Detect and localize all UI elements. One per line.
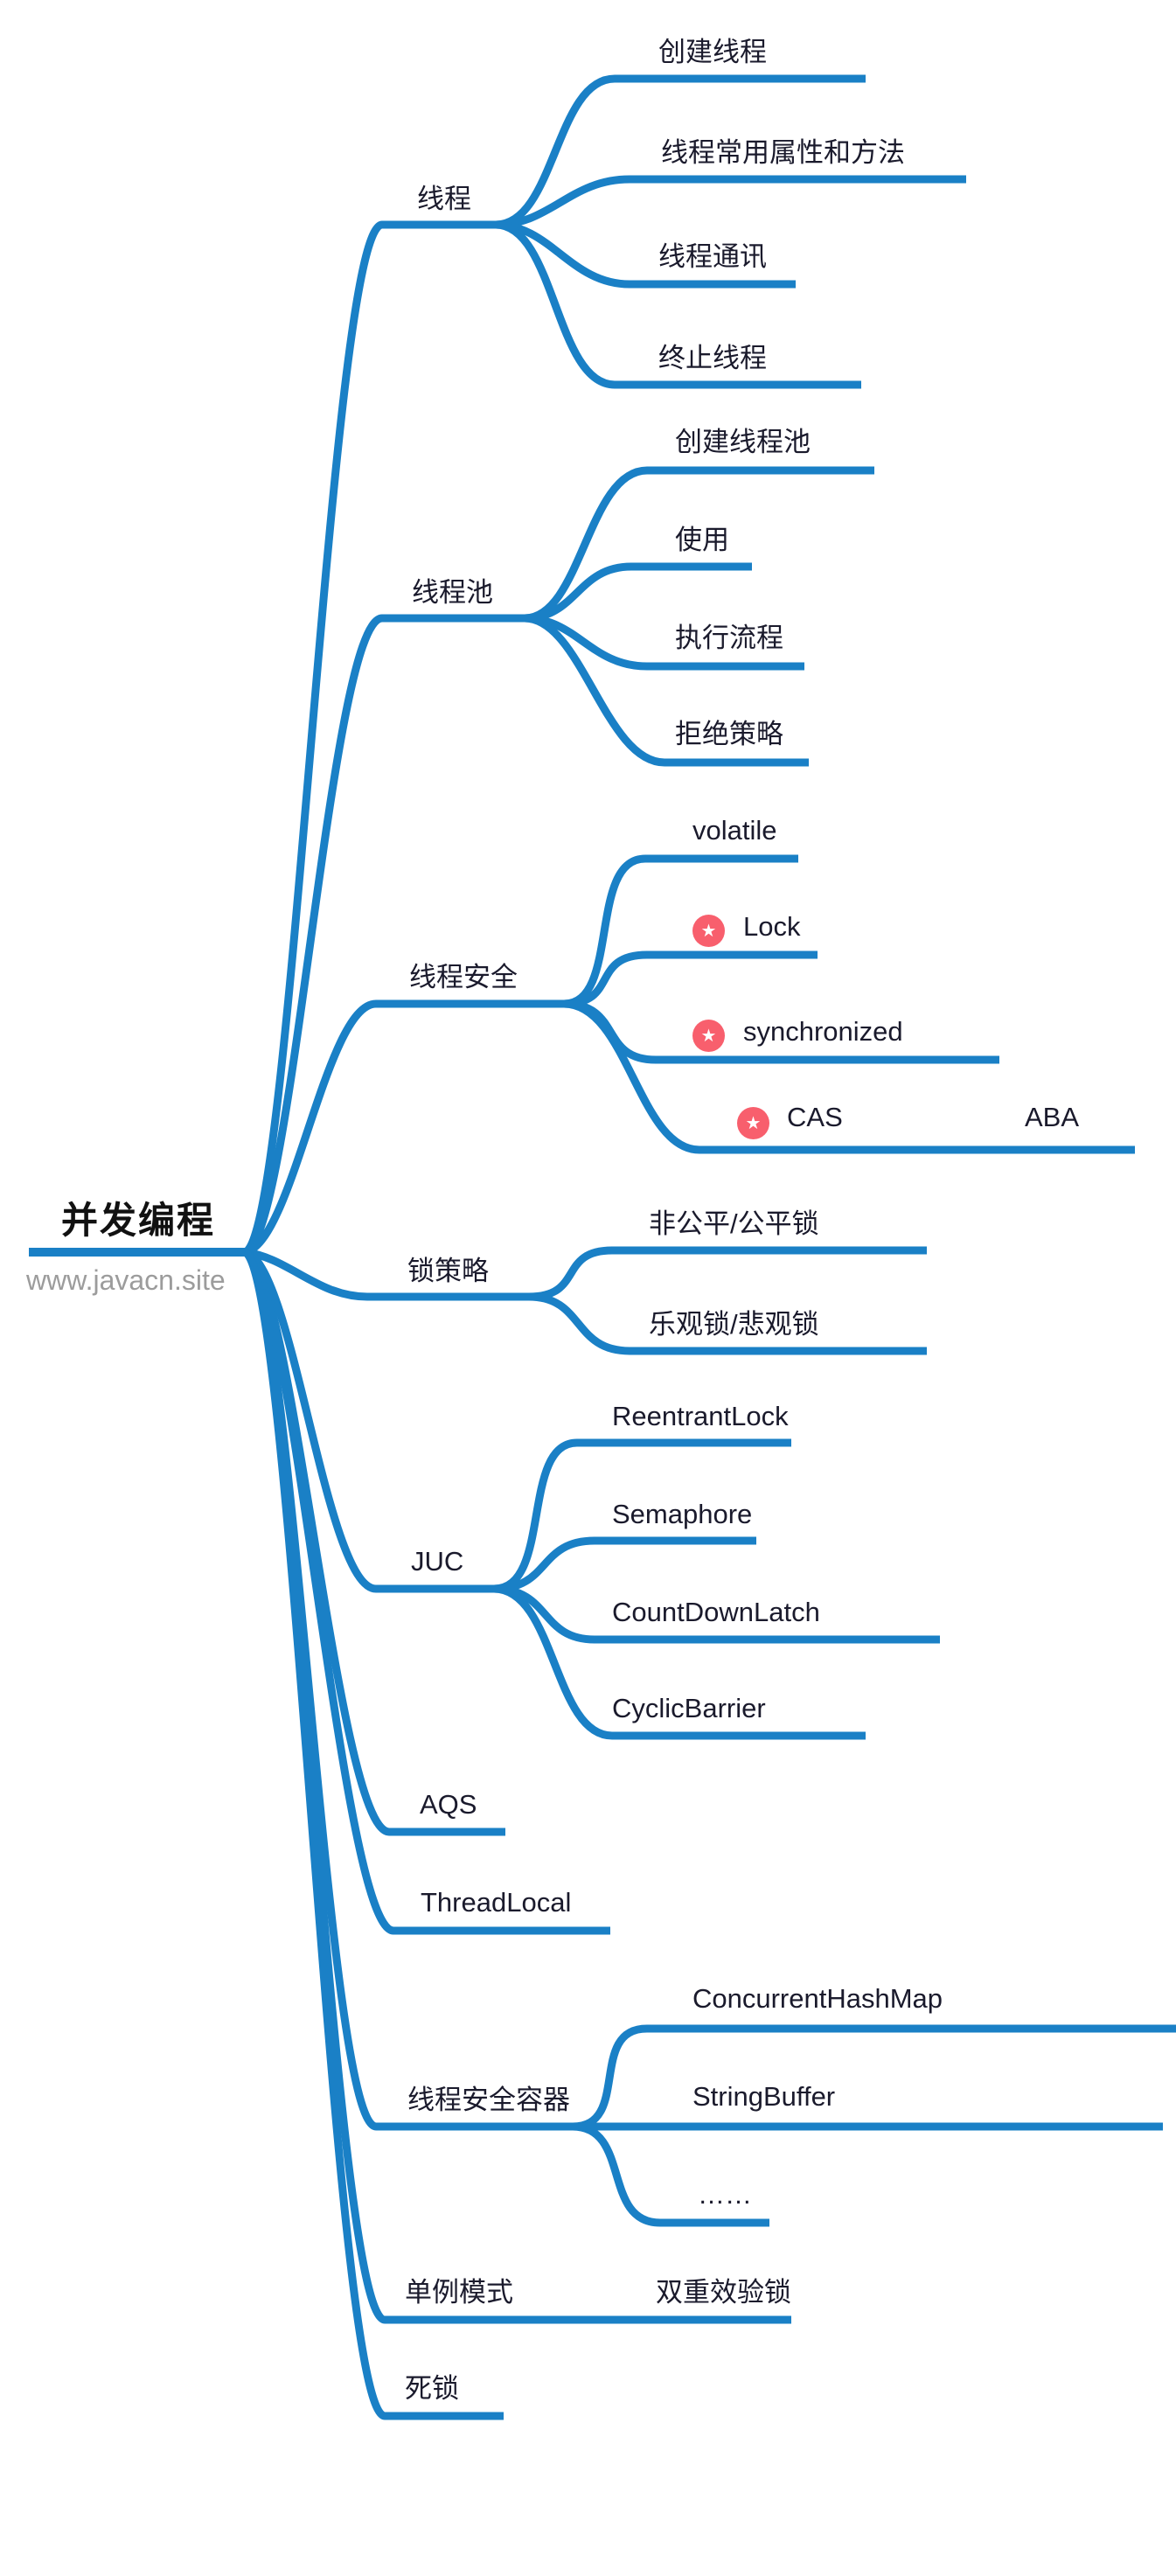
connector-unfair-fair-lock <box>528 1246 927 1301</box>
connector-root-juc <box>243 1248 494 1593</box>
node-lock: Lock <box>743 911 801 942</box>
node-threadlocal: ThreadLocal <box>421 1887 572 1918</box>
node-cas: CAS <box>787 1102 843 1132</box>
star-icon: ★ <box>692 1020 725 1052</box>
node-cyclicbarrier: CyclicBarrier <box>612 1693 766 1723</box>
node-thread-pool: 线程池 <box>412 577 493 608</box>
connector-root-deadlock <box>242 1248 504 2420</box>
node-countdownlatch: CountDownLatch <box>612 1597 820 1627</box>
star-glyph: ★ <box>745 1113 762 1133</box>
node-aba: ABA <box>1025 1102 1080 1132</box>
node-aqs: AQS <box>420 1789 477 1820</box>
node-execution-flow: 执行流程 <box>675 623 783 653</box>
connector-lock <box>563 950 818 1008</box>
watermark-url: www.javacn.site <box>26 1264 226 1296</box>
connector-cyclicbarrier <box>493 1584 866 1740</box>
node-lock-strategy: 锁策略 <box>407 1256 489 1286</box>
node-reentrantlock: ReentrantLock <box>612 1401 789 1431</box>
connector-concurrenthashmap <box>572 2024 1176 2131</box>
connector-root-thread <box>242 220 496 1257</box>
node-ellipsis: …… <box>698 2179 752 2210</box>
node-double-check-lock: 双重效验锁 <box>656 2277 791 2308</box>
node-usage: 使用 <box>675 525 729 555</box>
connector-create-thread-pool <box>524 466 874 623</box>
root-title: 并发编程 <box>61 1200 216 1241</box>
star-icon: ★ <box>737 1107 769 1139</box>
node-synchronized: synchronized <box>743 1016 903 1047</box>
node-thread-safety: 线程安全 <box>409 962 518 992</box>
connector-volatile <box>563 854 798 1008</box>
connector-root-thread-safe-containers <box>242 1248 573 2131</box>
star-glyph: ★ <box>700 921 717 941</box>
connector-root-lock-strategy <box>244 1248 529 1301</box>
node-rejection-policy: 拒绝策略 <box>675 719 783 749</box>
node-concurrenthashmap: ConcurrentHashMap <box>692 1983 943 2014</box>
connector-root-thread-safety <box>243 999 564 1257</box>
star-icon: ★ <box>692 915 725 947</box>
node-optimistic-pessimistic-lock: 乐观锁/悲观锁 <box>649 1309 819 1340</box>
node-stop-thread: 终止线程 <box>658 343 767 373</box>
node-singleton-pattern: 单例模式 <box>405 2277 513 2308</box>
node-semaphore: Semaphore <box>612 1499 753 1529</box>
node-thread-props-methods: 线程常用属性和方法 <box>661 137 905 168</box>
star-glyph: ★ <box>700 1026 717 1046</box>
connector-thread-props-methods <box>495 175 966 229</box>
connector-optimistic-pessimistic-lock <box>528 1292 927 1355</box>
node-juc: JUC <box>411 1546 464 1577</box>
node-unfair-fair-lock: 非公平/公平锁 <box>649 1208 819 1239</box>
connector-stop-thread <box>495 220 861 389</box>
connector-semaphore <box>493 1536 756 1593</box>
node-deadlock: 死锁 <box>405 2373 459 2404</box>
connector-reentrantlock <box>493 1438 791 1593</box>
connector-cas-aba <box>563 999 1135 1154</box>
node-thread-communication: 线程通讯 <box>658 241 767 272</box>
node-volatile: volatile <box>692 815 777 846</box>
node-create-thread-pool: 创建线程池 <box>675 427 811 457</box>
connector-create-thread <box>495 74 866 229</box>
connector-ellipsis <box>572 2122 769 2227</box>
connector-rejection-policy <box>524 614 809 767</box>
node-thread-safe-containers: 线程安全容器 <box>407 2085 570 2115</box>
connector-root-thread-pool <box>242 614 525 1257</box>
node-stringbuffer: StringBuffer <box>692 2081 836 2112</box>
node-create-thread: 创建线程 <box>658 37 767 67</box>
node-thread: 线程 <box>417 184 471 214</box>
connector-usage <box>524 562 752 623</box>
